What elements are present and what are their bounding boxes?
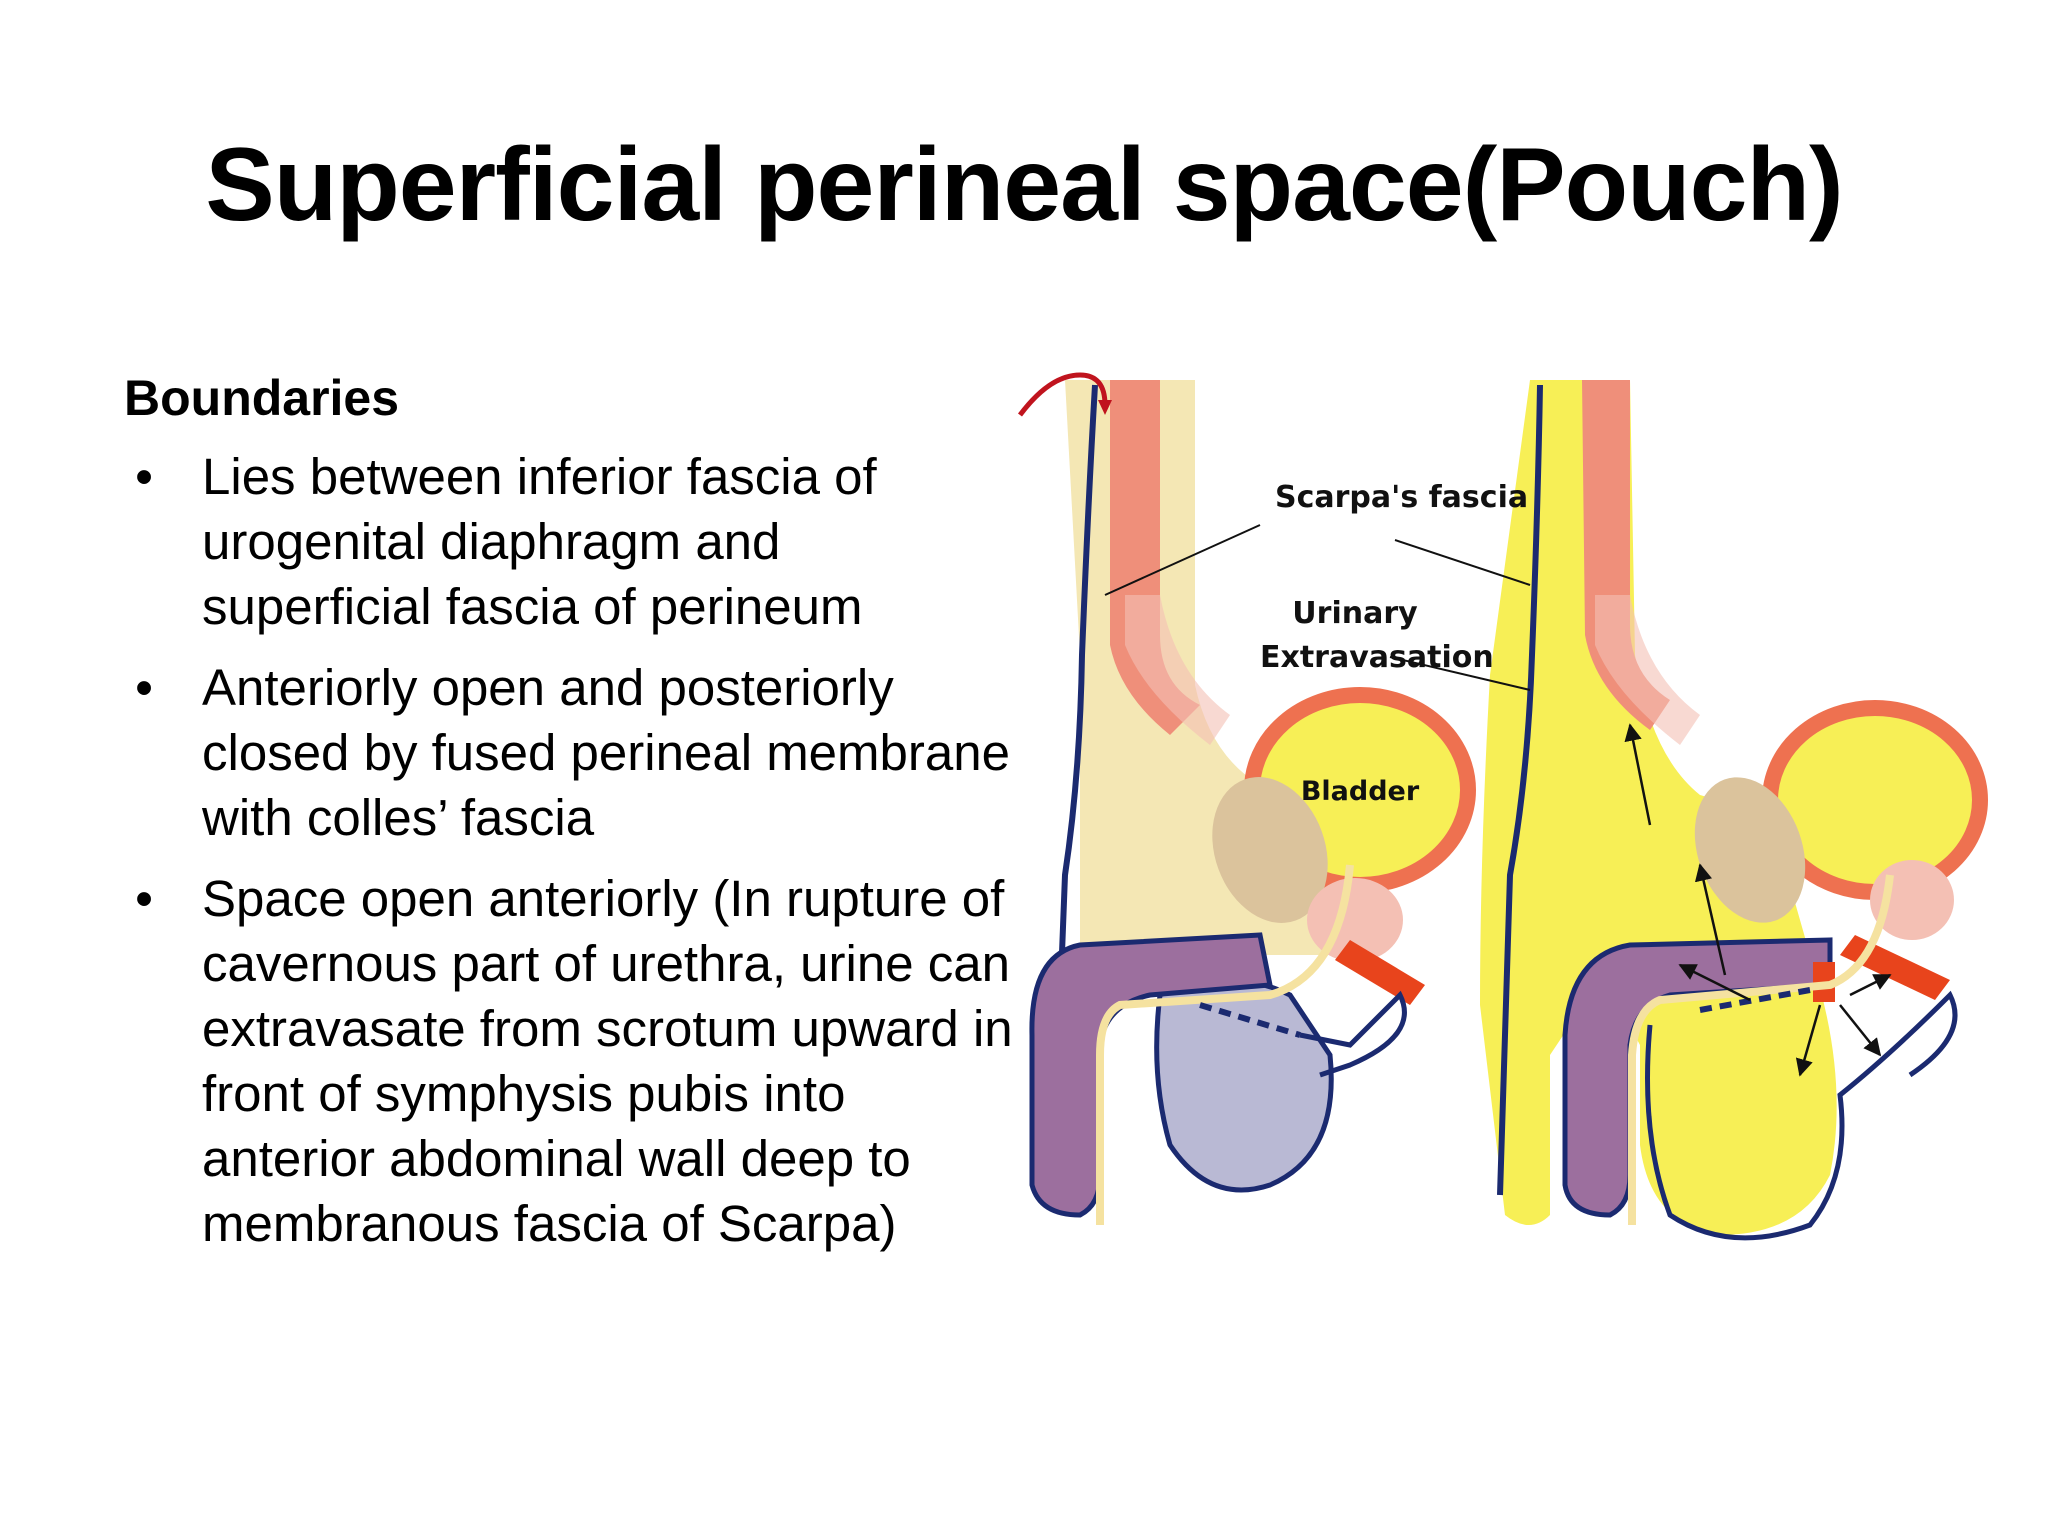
bullet-icon: • <box>135 448 153 505</box>
extravasation-arrows <box>1624 723 1892 1077</box>
extravasation-panel <box>1389 380 1988 1241</box>
flow-arrow <box>1839 1004 1882 1057</box>
bullet-icon: • <box>135 870 153 927</box>
bullet-list: • Lies between inferior fascia of urogen… <box>124 444 1024 1256</box>
bladder-label: Bladder <box>1301 776 1420 807</box>
muscle-fibres-left <box>1125 595 1230 745</box>
anatomy-illustration: Scarpa's fascia Urinary Extravasation Bl… <box>1010 355 2010 1305</box>
slide-title: Superficial perineal space(Pouch) <box>205 127 1843 243</box>
flow-arrow <box>1678 963 1751 1002</box>
bullet-item: • Space open anteriorly (In rupture of c… <box>124 866 1024 1256</box>
anatomy-diagram: Scarpa's fascia Urinary Extravasation Bl… <box>1018 372 1988 1241</box>
scarpa-pointer-right <box>1394 539 1531 586</box>
bullet-text: Space open anteriorly (In rupture of cav… <box>202 870 1013 1252</box>
extravasation-label: Extravasation <box>1260 640 1494 675</box>
scarpa-pointer-left <box>1104 524 1261 596</box>
flow-arrow <box>1694 863 1727 976</box>
flow-arrow <box>1795 1004 1822 1077</box>
scarpa-fascia-right <box>1497 384 1543 1196</box>
bullet-item: • Anteriorly open and posteriorly closed… <box>124 655 1024 850</box>
scarpa-fascia-label: Scarpa's fascia <box>1275 480 1528 515</box>
perineal-body-left <box>1335 940 1425 1005</box>
urinary-label: Urinary <box>1292 596 1418 631</box>
colles-fascia-left <box>1299 990 1407 1078</box>
red-arrow-icon <box>1018 372 1108 417</box>
bullet-item: • Lies between inferior fascia of urogen… <box>124 444 1024 639</box>
flow-arrow <box>1624 723 1652 826</box>
perineal-membrane-left <box>1199 1002 1301 1038</box>
extravasation-pointer <box>1389 656 1531 691</box>
scrotum-left <box>1154 977 1334 1193</box>
bullet-text: Lies between inferior fascia of urogenit… <box>202 448 877 635</box>
flow-arrow <box>1849 973 1892 997</box>
urethra-left <box>1096 864 1354 1225</box>
bullet-text: Anteriorly open and posteriorly closed b… <box>202 659 1010 846</box>
boundaries-heading: Boundaries <box>124 370 400 426</box>
normal-anatomy-panel <box>1018 372 1476 1225</box>
bullet-icon: • <box>135 659 153 716</box>
urethra-right <box>1628 874 1894 1225</box>
pubic-symphysis-right <box>1694 777 1806 923</box>
scarpa-fascia-left <box>1052 384 1098 1136</box>
slide-content: Boundaries • Lies between inferior fasci… <box>124 368 1024 1272</box>
pubic-symphysis-left <box>1212 777 1328 923</box>
muscle-fibres-right <box>1595 595 1700 745</box>
red-arrowhead-icon <box>1098 400 1112 415</box>
colles-fascia-right <box>1645 990 1958 1241</box>
